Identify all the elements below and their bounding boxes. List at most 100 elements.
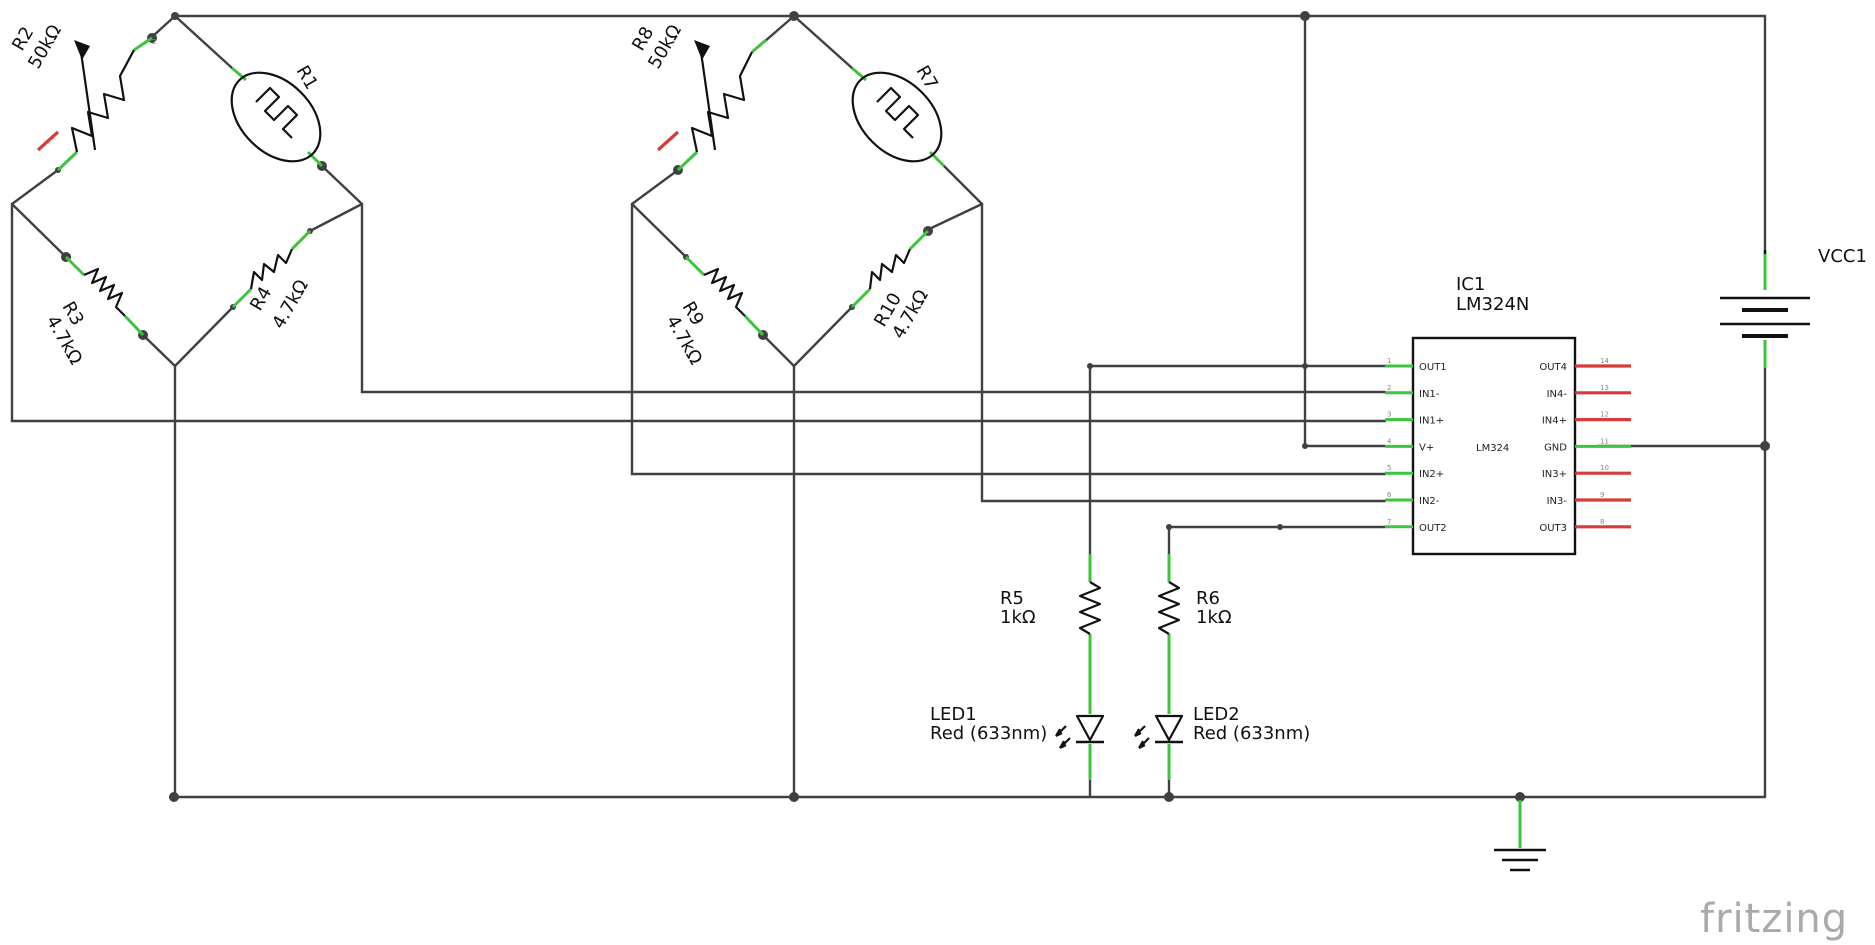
r1-pin-1[interactable] [231, 66, 247, 82]
junction-bridge2-top [789, 11, 799, 21]
wire-b1-bottom-right[interactable] [173, 305, 235, 368]
r10-resistor[interactable] [850, 229, 930, 309]
wire-b1-left-up[interactable] [10, 168, 60, 206]
wire-b2-top-left[interactable] [762, 14, 796, 44]
r8-zigzag [690, 51, 753, 153]
ic1-pin-num-2: 2 [1387, 384, 1391, 392]
r3-resistor[interactable] [64, 255, 145, 337]
ic1-pin-label-gnd: GND [1544, 442, 1567, 453]
r8-pin-2[interactable] [751, 38, 767, 54]
ic1-pin-label-in2: IN2- [1419, 496, 1440, 507]
wire-b2-right-up[interactable] [942, 164, 984, 206]
r10-pin-1[interactable] [908, 229, 930, 251]
wire-ic-vplus[interactable] [1303, 14, 1387, 448]
r2-potentiometer[interactable]: 2 [36, 36, 156, 172]
wire-b1-right-down[interactable] [308, 202, 364, 233]
ground-symbol[interactable] [1494, 800, 1546, 872]
r2-wiper-arrow [78, 44, 97, 151]
ic1-pin-label-in3: IN3+ [1542, 469, 1567, 480]
ic1-pin-num-12: 12 [1600, 411, 1609, 419]
ic1-pin-num-11: 11 [1600, 437, 1609, 445]
wire-b1-right-up[interactable] [320, 164, 364, 206]
r2-pin-2[interactable] [133, 36, 153, 52]
ic1-body-label: LM324 [1476, 443, 1509, 454]
r2-pin-wiper-unconnected[interactable] [36, 130, 60, 152]
junction-out1 [1087, 363, 1093, 369]
wire-b2-to-in2plus[interactable] [630, 202, 1387, 476]
r1-photoresistor[interactable] [214, 55, 337, 178]
vcc1-battery[interactable] [1720, 250, 1810, 368]
r2-pin-1[interactable] [56, 150, 79, 172]
ic1-pin-num-1: 1 [1387, 357, 1391, 365]
led1[interactable] [1055, 662, 1105, 780]
wires [10, 14, 1767, 822]
r9-pin-2[interactable] [743, 314, 765, 337]
led2[interactable] [1134, 662, 1184, 780]
ic1-pin-num-8: 8 [1600, 518, 1604, 526]
vcc1-name-label: VCC1 [1818, 246, 1867, 267]
r10-zigzag [868, 248, 912, 290]
wire-b1-top-left[interactable] [151, 14, 177, 38]
r7-body [851, 71, 943, 163]
r5-resistor[interactable] [1078, 554, 1102, 662]
ic1-pin-label-out3: OUT3 [1539, 523, 1567, 534]
junction-gnd-drop [1515, 792, 1525, 802]
ic1-pin-num-4: 4 [1387, 437, 1392, 445]
ic1-name-label: IC1 [1456, 274, 1485, 295]
wire-b2-left-up[interactable] [630, 168, 680, 206]
r9-pin-1[interactable] [684, 255, 706, 277]
wire-b1-to-in1plus[interactable] [10, 202, 1387, 423]
ic1-pin-num-7: 7 [1387, 518, 1391, 526]
r8-wiper-arrow [698, 44, 717, 151]
r3-pin-1[interactable] [64, 255, 86, 277]
r2-pin-num-2: 2 [152, 38, 156, 46]
r8-pin-1[interactable] [676, 150, 699, 172]
wire-b1-bottom-left[interactable] [141, 333, 177, 368]
ic1-pin-num-6: 6 [1387, 491, 1392, 499]
ic1-pin-label-in1: IN1+ [1419, 416, 1444, 427]
wire-b2-to-in2minus[interactable] [980, 202, 1387, 503]
ic1-pin-label-out4: OUT4 [1539, 362, 1567, 373]
led2-value-label: Red (633nm) [1193, 723, 1310, 744]
r3-zigzag [83, 267, 126, 317]
r3-pin-2[interactable] [123, 314, 145, 337]
ic1-pin-num-10: 10 [1600, 464, 1609, 472]
r6-resistor[interactable] [1157, 554, 1181, 662]
wire-b1-left-down[interactable] [10, 202, 68, 259]
ic1-pin-label-v: V+ [1419, 442, 1434, 453]
r8-pin-wiper-unconnected[interactable] [656, 130, 680, 152]
r5-name-label: R5 [1000, 588, 1024, 609]
wire-b2-right-down[interactable] [923, 202, 984, 233]
r10-pin-2[interactable] [850, 287, 872, 309]
junction-bridge1-top [171, 12, 179, 20]
ic1-pin-num-3: 3 [1387, 411, 1391, 419]
wire-b1-to-in1minus[interactable] [360, 202, 1387, 394]
fritzing-logo: fritzing [1700, 896, 1848, 942]
r4-resistor[interactable] [231, 229, 312, 309]
r4-value-label: 4.7kΩ [268, 276, 313, 332]
r4-pin-1[interactable] [290, 229, 312, 251]
wire-b1-top-right[interactable] [173, 14, 234, 70]
r8-potentiometer[interactable] [656, 38, 767, 172]
r1-pin-2[interactable] [306, 150, 324, 168]
ic1-pin-label-in1: IN1- [1419, 389, 1440, 400]
wire-b2-bottom-left[interactable] [761, 333, 796, 368]
ic1-pin-label-in4: IN4- [1547, 389, 1568, 400]
wire-b2-bottom-right[interactable] [792, 305, 854, 368]
r1-serpentine [255, 86, 299, 139]
ic1-pin-num-13: 13 [1600, 384, 1609, 392]
wire-b2-left-down[interactable] [630, 202, 688, 259]
junction-bridge1-gnd [169, 792, 179, 802]
r4-pin-2[interactable] [231, 287, 253, 309]
junction-bridge2-gnd [789, 792, 799, 802]
r9-resistor[interactable] [684, 255, 765, 337]
led1-ray-2 [1059, 737, 1071, 749]
r7-photoresistor[interactable] [835, 55, 958, 178]
wire-b2-top-right[interactable] [792, 14, 854, 70]
ic1-pin-label-in4: IN4+ [1542, 416, 1567, 427]
junction-led2-gnd [1164, 792, 1174, 802]
led2-ray-1 [1134, 725, 1146, 737]
